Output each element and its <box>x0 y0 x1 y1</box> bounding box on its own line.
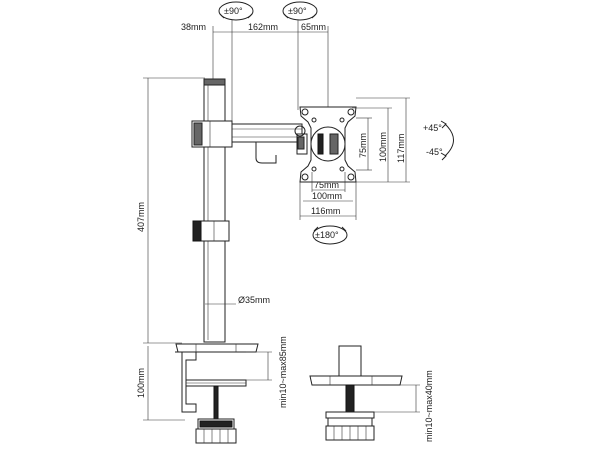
dim-100mm-clamp: 100mm <box>136 368 146 398</box>
dim-65mm: 65mm <box>301 22 326 32</box>
angle-label-tilt-down: -45° <box>426 147 443 157</box>
angle-label-rotate: ±180° <box>315 230 339 240</box>
dim-plate-117: 117mm <box>396 134 406 163</box>
dim-desk-clamp-range: min10~max85mm <box>278 336 288 408</box>
angle-label-tilt-up: +45° <box>423 123 442 133</box>
dim-162mm: 162mm <box>248 22 278 32</box>
dim-vesa-100-vertical: 100mm <box>378 132 388 162</box>
angle-rotate: ±180° <box>312 225 348 245</box>
angle-label-swivel-1: ±90° <box>224 6 243 16</box>
angle-arm-swivel-2: ±90° <box>282 1 318 21</box>
arm <box>191 120 308 164</box>
dim-vesa-100-horizontal: 100mm <box>312 191 342 201</box>
pole: Ø35mm <box>192 78 270 343</box>
vesa-vertical-dimensions: 75mm 100mm 117mm <box>352 97 410 183</box>
angle-label-swivel-2: ±90° <box>288 6 307 16</box>
dim-vesa-75-vertical: 75mm <box>358 133 368 158</box>
angle-arm-swivel-1: ±90° <box>218 1 254 21</box>
vesa-horizontal-dimensions: 75mm 100mm 116mm <box>299 172 357 220</box>
dim-plate-116: 116mm <box>311 206 340 216</box>
dim-38mm: 38mm <box>181 22 206 32</box>
dim-pole-diameter: Ø35mm <box>238 295 270 305</box>
clamp-height-dimension: 100mm <box>136 346 185 421</box>
angle-tilt: +45° -45° <box>423 120 454 161</box>
desk-clamp: min10~max85mm <box>175 336 288 444</box>
dim-grommet-range: min10~max40mm <box>424 370 434 442</box>
grommet-mount: min10~max40mm <box>309 345 434 442</box>
dim-vesa-75-horizontal: 75mm <box>314 180 339 190</box>
top-dimensions: 38mm 162mm 65mm <box>181 20 329 122</box>
dim-407mm: 407mm <box>136 202 146 232</box>
vesa-plate <box>299 106 357 183</box>
height-dimension: 407mm <box>136 77 205 344</box>
